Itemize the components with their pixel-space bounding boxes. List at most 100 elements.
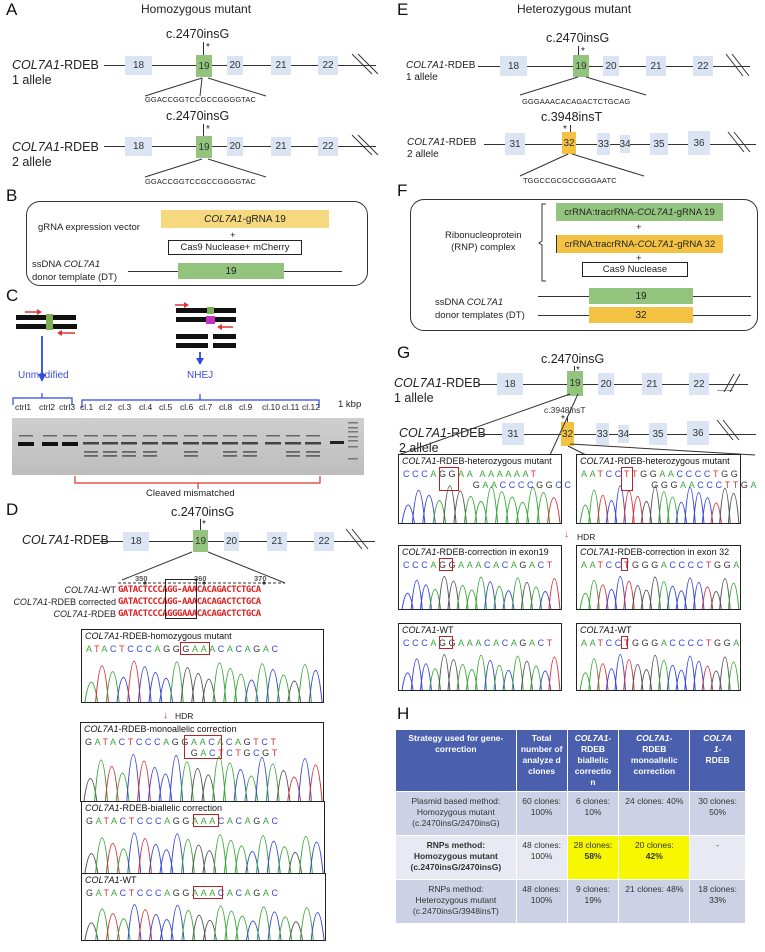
gel-band — [143, 435, 157, 437]
trace-peak — [289, 921, 304, 940]
trace-peaks — [579, 485, 740, 523]
ladder-band — [348, 436, 358, 438]
mutation-highlight-box — [180, 642, 210, 655]
trace-peak — [438, 575, 451, 609]
allele-label: 2 allele — [12, 155, 52, 169]
allele-label: 2 allele — [407, 149, 439, 160]
gene-suffix: -RDEB — [69, 533, 109, 547]
trace-peak — [658, 491, 670, 523]
trace-peak — [265, 763, 280, 801]
chromatogram-title: COL7A1-RDEB-heterozygous mutant — [402, 456, 552, 466]
trace-peak — [191, 844, 206, 873]
gene-name: COL7A1 — [394, 376, 442, 390]
gel-band — [265, 442, 281, 445]
gene-name: COL7A1 — [407, 137, 446, 148]
grna-prefix: crRNA:tracrRNA- — [564, 238, 638, 250]
trace-peak — [223, 668, 238, 702]
trace-peak — [212, 756, 227, 801]
mutation-label: c.2470insG — [546, 31, 610, 45]
plus-sign: + — [230, 230, 236, 241]
exon-22: 22 — [314, 532, 334, 551]
exon-31: 31 — [505, 133, 525, 155]
trace-peak — [180, 667, 195, 702]
mutation-marker — [570, 125, 571, 135]
dt-exon-19-bar: 19 — [589, 288, 693, 304]
table-row: RNPs method:Homozygous mutant(c.2470insG… — [395, 835, 746, 880]
trace-peak — [719, 487, 731, 523]
zoom-lines — [144, 134, 379, 178]
trace-peak — [410, 658, 423, 690]
mutation-label: c.2470insG — [166, 109, 230, 123]
allele-label: 1 allele — [394, 391, 434, 405]
trace-peak — [684, 655, 696, 690]
star-marker: * — [206, 124, 210, 135]
mutation-label: c.2470insG — [171, 505, 235, 519]
mutation-label: c.2470insG — [541, 352, 605, 366]
gel-band — [305, 442, 321, 445]
trace-peak — [233, 769, 248, 801]
trace-peak — [614, 575, 626, 609]
hdr-arrow-icon: ↓ — [163, 710, 168, 721]
trace-peak — [548, 656, 561, 690]
gel-band — [19, 435, 33, 437]
ruler-350: 350 — [135, 574, 148, 583]
trace-peak — [453, 490, 467, 523]
star-marker: * — [581, 46, 585, 57]
dt-label-line2: donor template (DT) — [32, 272, 118, 283]
exon-18: 18 — [500, 56, 527, 76]
exon-20: 20 — [227, 56, 243, 75]
gene-suffix: -RDEB — [446, 426, 486, 440]
panel-b-letter: B — [6, 186, 18, 205]
alignment-sequence: GATACTCCCAGG-AAACACAGACTCTGCA — [118, 585, 261, 595]
trace-peak — [684, 486, 696, 523]
trace-peak — [223, 839, 238, 873]
grna-suffix: -gRNA 19 — [673, 206, 715, 218]
base-calls: CCCAGGAAACACAGACT — [403, 638, 555, 648]
trace-peak — [148, 843, 163, 873]
strategy-line: RNPs method: — [428, 884, 484, 894]
trace-peak — [246, 920, 260, 940]
plus-sign: + — [636, 253, 642, 264]
strategy-line: Homozygous mutant — [416, 807, 495, 817]
gel-band — [243, 435, 257, 437]
trace-peak — [235, 915, 250, 940]
cleaved-band — [84, 451, 98, 453]
chromatogram-title: COL7A1-RDEB-correction in exon 32 — [580, 547, 730, 557]
cas9-box: Cas9 Nuclease+ mCherry — [168, 240, 302, 255]
exon-19-mutant: 19 — [193, 530, 208, 552]
chromatogram-title: COL7A1-RDEB-correction in exon19 — [402, 547, 549, 557]
mutation-marker — [200, 519, 201, 531]
base-calls: GATACTCCCAGGAAACACAGAC — [86, 888, 281, 898]
alignment-label: COL7A1-RDEB — [53, 609, 116, 619]
unmodified-label: Unmodified — [18, 370, 69, 381]
base-calls: GGGAACCCTTGA — [651, 480, 760, 490]
trace-peak — [137, 666, 152, 702]
trace-peak — [256, 835, 270, 873]
grna-prefix: crRNA:tracrRNA- — [564, 206, 638, 218]
trace-peak — [727, 582, 740, 609]
dna-sequence: GGGAAACACAGACTCTGCAG — [522, 97, 631, 106]
trace-peak — [443, 485, 457, 523]
trace-peak — [213, 905, 228, 940]
cleaved-band — [243, 451, 257, 453]
dt-label-prefix: ssDNA — [435, 297, 467, 308]
panel-f-letter: F — [397, 181, 408, 200]
panel-e-letter: E — [397, 0, 409, 19]
exon-33: 33 — [596, 423, 609, 445]
trace-peak — [224, 910, 239, 940]
gel-bands — [18, 422, 358, 460]
gel-band — [286, 435, 300, 437]
mutation-highlight-box — [621, 558, 628, 571]
cleaved-band — [103, 451, 117, 453]
trace-peak — [308, 764, 323, 801]
trace-peak — [126, 754, 141, 801]
gel-band — [42, 442, 58, 446]
gene-name: COL7A1 — [637, 238, 675, 250]
header-total: Total number of analyze d clones — [515, 729, 568, 792]
mutation-marker — [203, 42, 204, 55]
trace-peaks — [84, 660, 323, 702]
gel-band — [184, 435, 198, 437]
